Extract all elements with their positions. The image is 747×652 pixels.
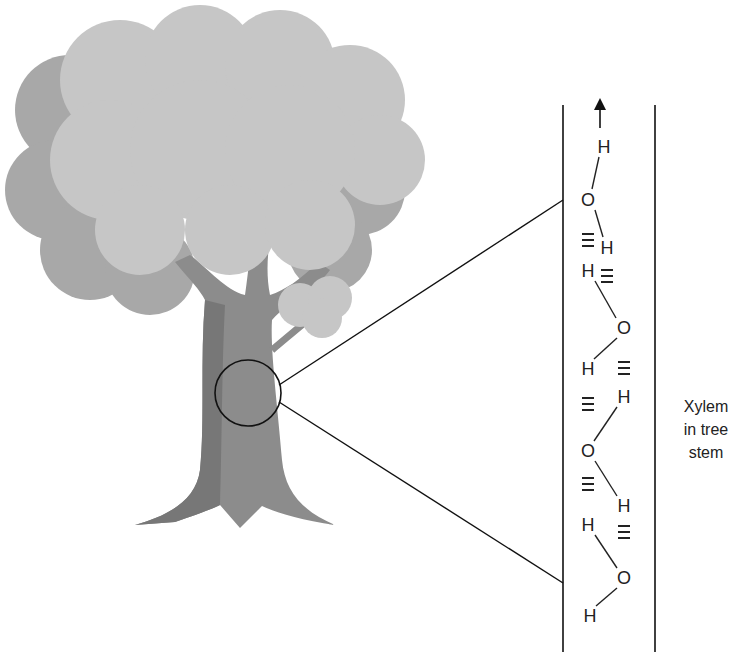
atom-symbol: H (598, 138, 611, 156)
xylem-wall (562, 105, 564, 652)
hydrogen-bond (582, 234, 630, 538)
atom-symbol: O (581, 191, 595, 209)
atom-symbol: O (617, 319, 631, 337)
xylem-wall (654, 105, 656, 652)
small-crown (278, 276, 352, 338)
zoom-circle (215, 360, 281, 426)
atom-symbol: H (601, 239, 614, 257)
zoom-line (279, 200, 563, 385)
atom-symbol: O (617, 569, 631, 587)
atom-symbol: H (582, 360, 595, 378)
atom-symbol: H (582, 516, 595, 534)
atom-symbol: H (584, 607, 597, 625)
tree-trunk-shade (135, 300, 225, 525)
atom-symbol: H (618, 388, 631, 406)
zoom-line (279, 402, 563, 583)
tree-crown (50, 5, 425, 275)
atom-symbol: H (582, 262, 595, 280)
structure-label: Xylem in tree stem (680, 395, 732, 465)
covalent-bond (592, 157, 617, 606)
atom-symbol: H (618, 497, 631, 515)
flow-arrow-head (594, 98, 606, 110)
atom-symbol: O (581, 442, 595, 460)
